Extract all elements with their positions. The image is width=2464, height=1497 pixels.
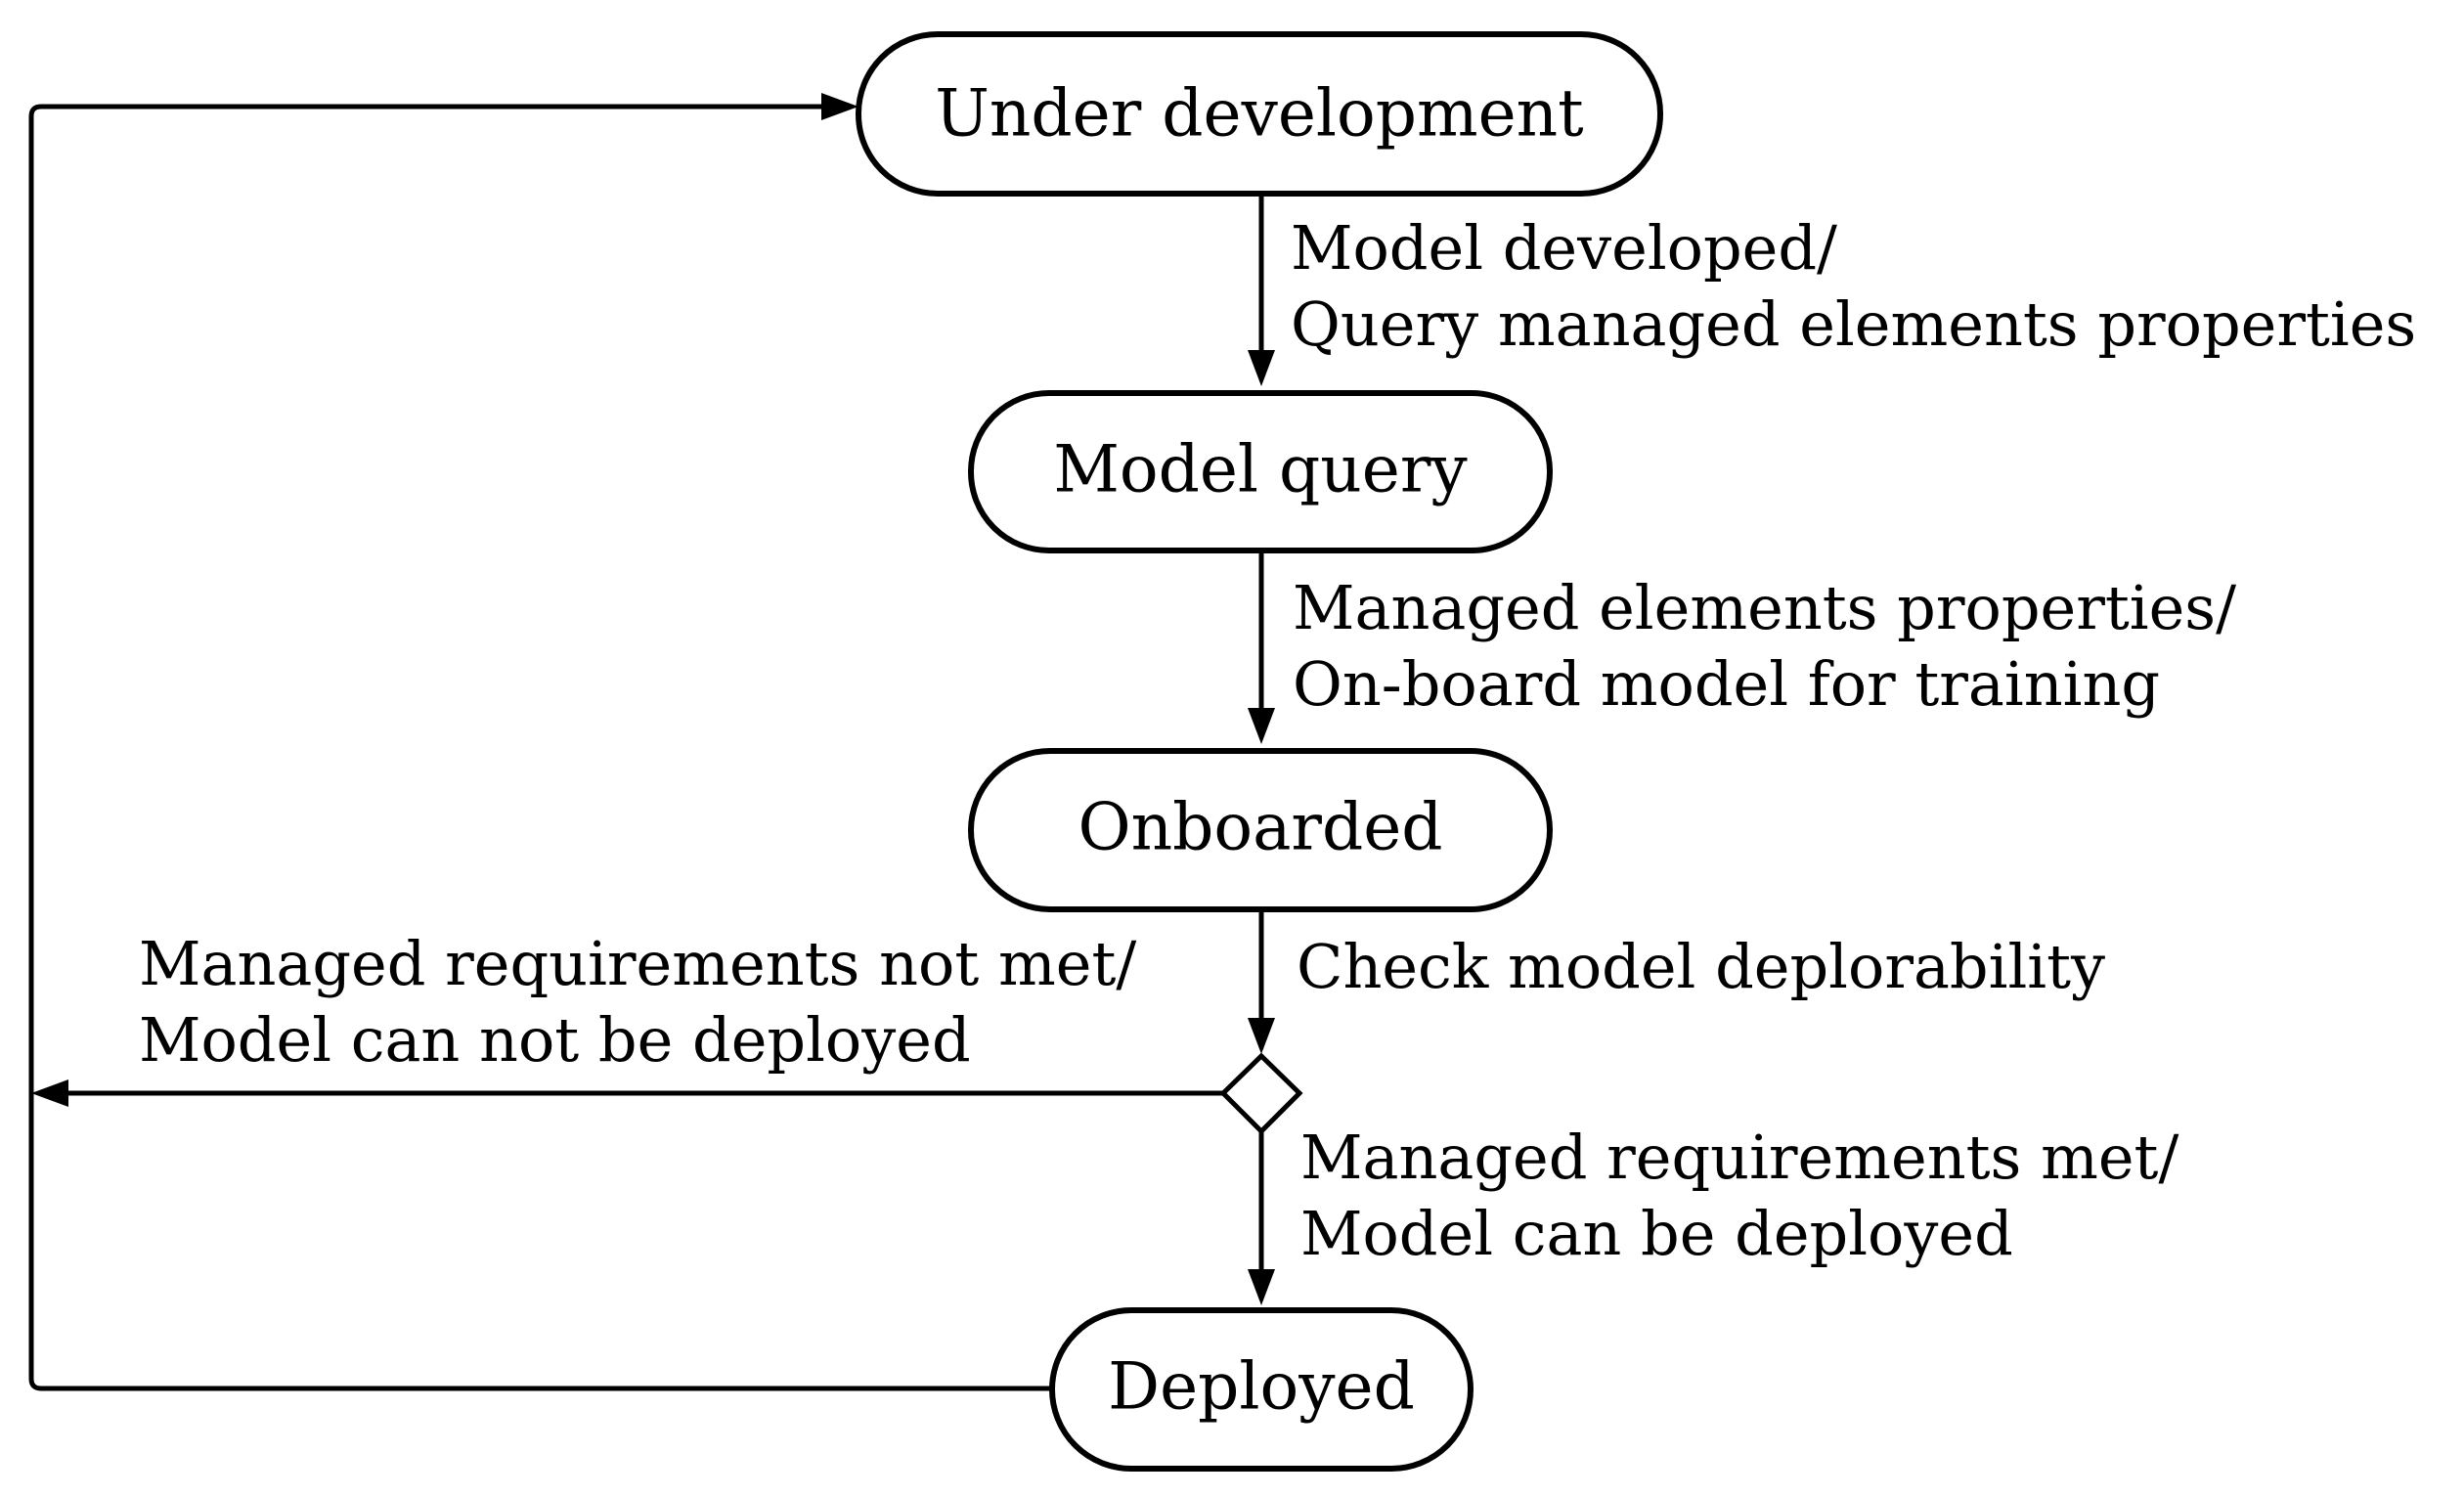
transition-label-properties-line1: Managed elements properties/ — [1293, 572, 2236, 643]
state-label-under-development: Under development — [935, 76, 1583, 152]
transition-label-developed-line1: Model developed/ — [1291, 212, 1837, 284]
edge-decision-to-left-loop — [31, 1079, 1226, 1107]
transition-label-met: Managed requirements met/ Model can be d… — [1300, 1122, 2178, 1269]
state-model-query: Model query — [968, 390, 1553, 553]
transition-label-not-met-line1: Managed requirements not met/ — [139, 928, 1136, 999]
edge-decision-to-deployed — [1248, 1128, 1275, 1305]
state-onboarded: Onboarded — [968, 748, 1553, 912]
state-label-onboarded: Onboarded — [1078, 790, 1442, 865]
edge-query-to-onboarded — [1248, 548, 1275, 744]
edge-deployed-loop-back — [28, 93, 1055, 1391]
state-deployed: Deployed — [1049, 1307, 1474, 1472]
edge-developed-to-query — [1248, 191, 1275, 386]
transition-label-developed-line2: Query managed elements properties — [1291, 288, 2416, 360]
transition-label-not-met-line2: Model can not be deployed — [139, 1004, 971, 1076]
decision-diamond — [1219, 1052, 1303, 1135]
transition-label-met-line1: Managed requirements met/ — [1300, 1122, 2178, 1193]
transition-label-check-line1: Check model deplorability — [1297, 931, 2105, 1002]
transition-label-check: Check model deplorability — [1297, 931, 2105, 1002]
edge-onboarded-to-decision — [1248, 906, 1275, 1054]
state-under-development: Under development — [856, 31, 1663, 197]
transition-label-properties-line2: On-board model for training — [1293, 648, 2160, 720]
transition-label-not-met: Managed requirements not met/ Model can … — [139, 928, 1136, 1076]
transition-label-developed: Model developed/ Query managed elements … — [1291, 212, 2416, 360]
transition-label-met-line2: Model can be deployed — [1300, 1198, 2013, 1269]
state-label-deployed: Deployed — [1108, 1349, 1415, 1425]
state-label-model-query: Model query — [1053, 432, 1468, 507]
transition-label-properties: Managed elements properties/ On-board mo… — [1293, 572, 2236, 720]
